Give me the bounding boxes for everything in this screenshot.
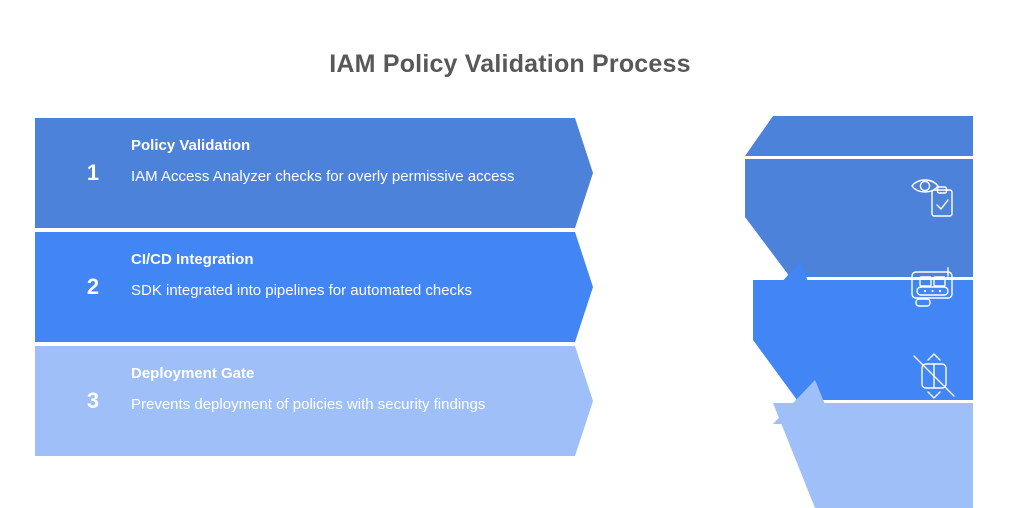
chevron-band-1 bbox=[745, 159, 973, 277]
step-description: SDK integrated into pipelines for automa… bbox=[131, 282, 473, 299]
step-content: CI/CD Integration SDK integrated into pi… bbox=[131, 250, 531, 302]
step-number: 2 bbox=[86, 274, 100, 299]
step-title: Policy Validation bbox=[131, 137, 251, 154]
process-step-1[interactable]: 1 Policy Validation IAM Access Analyzer … bbox=[35, 118, 593, 228]
chevron-band-2 bbox=[753, 280, 973, 400]
page-title: IAM Policy Validation Process bbox=[329, 50, 691, 78]
decorative-chevron-graphic bbox=[745, 116, 980, 508]
step-number: 1 bbox=[86, 160, 100, 185]
step-content: Deployment Gate Prevents deployment of p… bbox=[131, 364, 531, 416]
process-step-list: 1 Policy Validation IAM Access Analyzer … bbox=[35, 118, 595, 456]
step-description: Prevents deployment of policies with sec… bbox=[131, 396, 486, 413]
step-title: Deployment Gate bbox=[131, 365, 255, 382]
step-number: 3 bbox=[86, 388, 100, 413]
process-step-3[interactable]: 3 Deployment Gate Prevents deployment of… bbox=[35, 346, 593, 456]
chevron-band-top bbox=[745, 116, 973, 156]
step-title: CI/CD Integration bbox=[131, 251, 254, 268]
process-step-2[interactable]: 2 CI/CD Integration SDK integrated into … bbox=[35, 232, 593, 342]
step-content: Policy Validation IAM Access Analyzer ch… bbox=[131, 136, 531, 188]
infographic-canvas: IAM Policy Validation Process 1 Policy V… bbox=[35, 50, 980, 508]
step-description: IAM Access Analyzer checks for overly pe… bbox=[131, 168, 515, 185]
